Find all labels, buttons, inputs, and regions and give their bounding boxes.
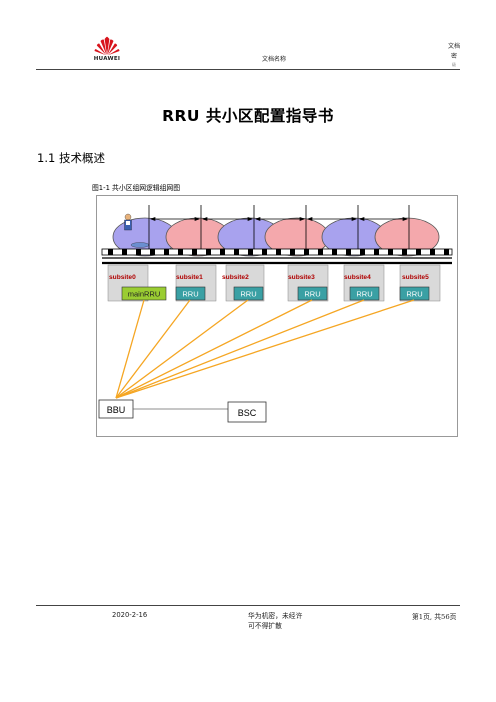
page-title: RRU 共小区配置指导书 (162, 107, 334, 125)
main-rru-label: mainRRU (128, 290, 161, 299)
rru-box-5 (399, 286, 430, 301)
doc-security-line2: 密 (450, 53, 457, 60)
bsc-box (227, 401, 267, 423)
huawei-logo-text: HUAWEI (93, 56, 121, 62)
footer-rule (36, 605, 460, 606)
footer-confidential: 华为机密，未经许 可不得扩散 (248, 611, 302, 631)
footer-confidential-line2: 可不得扩散 (248, 622, 282, 630)
rru-box-1 (175, 286, 206, 301)
cell-vertical-lines (148, 205, 410, 253)
rru-label-1: RRU (182, 290, 198, 299)
network-figure: subsite0 subsite1 subsite2 subsite3 subs… (96, 195, 458, 437)
section-heading: 1.1 技术概述 (37, 151, 105, 165)
rru-box-3 (297, 286, 328, 301)
rru-label-5: RRU (406, 290, 422, 299)
huawei-logo-icon (94, 36, 120, 56)
rru-box-4 (349, 286, 380, 301)
huawei-logo: HUAWEI (92, 36, 122, 64)
bsc-label: BSC (238, 408, 257, 418)
rru-box-2 (233, 286, 264, 301)
fiber-links (115, 299, 415, 399)
doc-security-line1: 文档 (447, 43, 460, 50)
rru-label-4: RRU (356, 290, 372, 299)
bbu-label: BBU (107, 405, 126, 415)
footer-confidential-line1: 华为机密，未经许 (248, 612, 303, 620)
network-diagram: subsite0 subsite1 subsite2 subsite3 subs… (96, 195, 458, 437)
header-rule (36, 69, 460, 70)
subsite-label-5: subsite5 (402, 274, 429, 281)
cell-arrows (150, 216, 408, 222)
bus-track (101, 248, 453, 265)
cell-5 (374, 217, 440, 257)
user-with-laptop-icon (124, 213, 150, 248)
rru-boxes (121, 286, 430, 301)
subsite-label-0: subsite0 (109, 274, 136, 281)
subsite-label-1: subsite1 (176, 274, 203, 281)
doc-name: 文档名称 (262, 56, 287, 63)
subsite-label-4: subsite4 (344, 274, 371, 281)
rru-label-2: RRU (240, 290, 256, 299)
doc-security-line3: 级 (452, 62, 456, 67)
subsite-label-2: subsite2 (222, 274, 249, 281)
rru-label-3: RRU (304, 290, 320, 299)
figure-caption: 图1-1 共小区组网逻辑组网图 (92, 184, 181, 192)
footer-date: 2020-2-16 (112, 611, 148, 619)
subsite-label-3: subsite3 (288, 274, 315, 281)
footer-page-number: 第1页, 共56页 (412, 613, 457, 621)
doc-security-label: 文档 密 级 (444, 42, 464, 68)
